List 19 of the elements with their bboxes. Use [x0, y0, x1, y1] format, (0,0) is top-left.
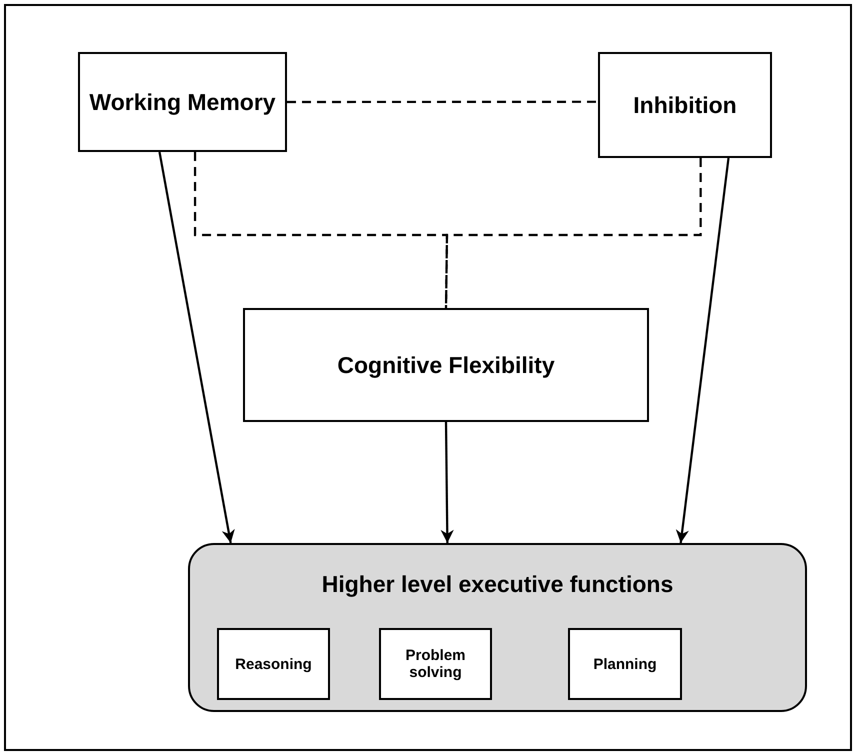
arrow — [440, 422, 454, 544]
node-label: Inhibition — [633, 92, 737, 118]
node-label: Problem solving — [404, 647, 466, 681]
process-box — [379, 628, 492, 700]
node-label: Planning — [593, 656, 657, 672]
panel-title: Higher level executive functions — [322, 571, 674, 598]
node-label: Working Memory — [89, 88, 276, 116]
process-box — [217, 628, 330, 700]
arrow — [676, 158, 730, 544]
node-label: Cognitive Flexibility — [337, 352, 555, 378]
dashed-line — [194, 152, 448, 308]
process-box — [598, 52, 772, 158]
dashed-line — [287, 100, 598, 104]
process-box — [78, 52, 287, 152]
node-label: Reasoning — [235, 656, 312, 672]
process-box — [568, 628, 682, 700]
group-panel — [188, 543, 807, 712]
process-box — [243, 308, 649, 422]
arrow — [158, 152, 235, 544]
